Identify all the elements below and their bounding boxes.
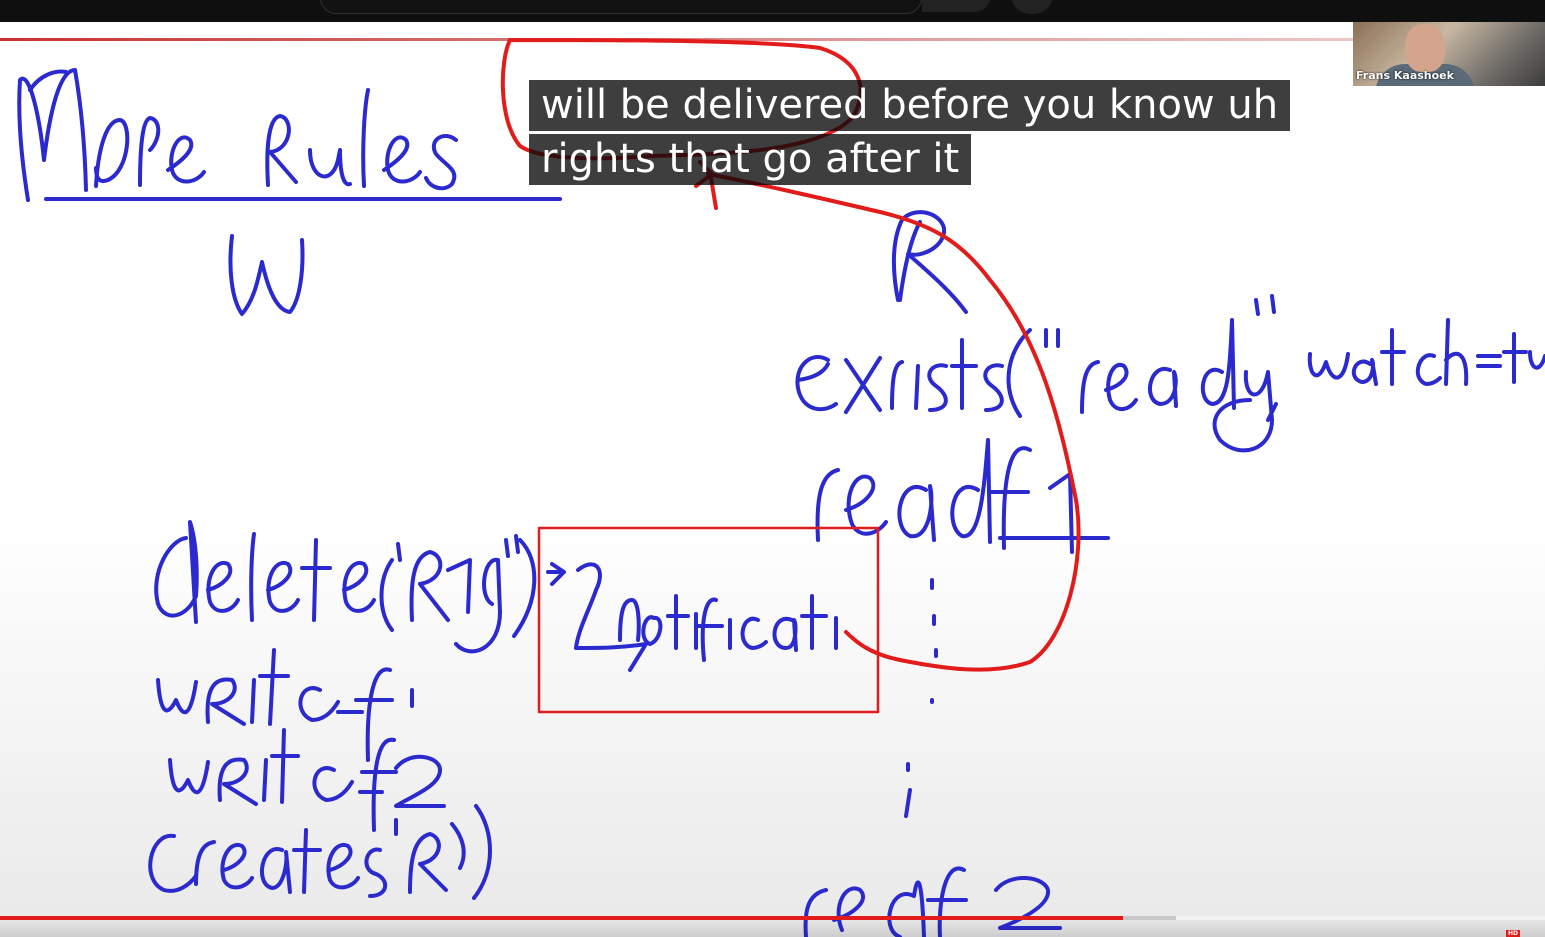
progress-bar-buffered [1123, 916, 1176, 920]
webcam-name-label: Frans Kaashoek [1356, 69, 1454, 82]
reader-op-exists [795, 294, 1545, 453]
webcam-person-shoulders [1375, 64, 1475, 86]
writer-op-delete [154, 520, 537, 654]
webcam-person-head [1405, 24, 1445, 72]
reader-label-glyph [891, 210, 968, 314]
reader-op-read-f1 [815, 438, 1110, 554]
handwritten-title [17, 68, 562, 202]
writer-op-create [148, 804, 492, 900]
player-controls-bar [0, 920, 1545, 937]
progress-bar-played[interactable] [0, 916, 1123, 920]
browser-top-bar [0, 0, 1545, 22]
search-button[interactable] [922, 0, 990, 12]
caption-line-1: will be delivered before you know uh [529, 80, 1291, 131]
webcam-thumbnail: Frans Kaashoek [1353, 22, 1545, 86]
writer-op-write-f1 [156, 648, 414, 762]
notification-note [546, 562, 838, 672]
writer-op-write-f2 [168, 728, 446, 832]
voice-search-button[interactable] [1012, 0, 1052, 14]
slide-top-border [0, 38, 1545, 41]
caption-line-2: rights that go after it [529, 134, 972, 185]
writer-label-glyph [228, 234, 305, 316]
hd-quality-badge: HD [1506, 930, 1520, 937]
